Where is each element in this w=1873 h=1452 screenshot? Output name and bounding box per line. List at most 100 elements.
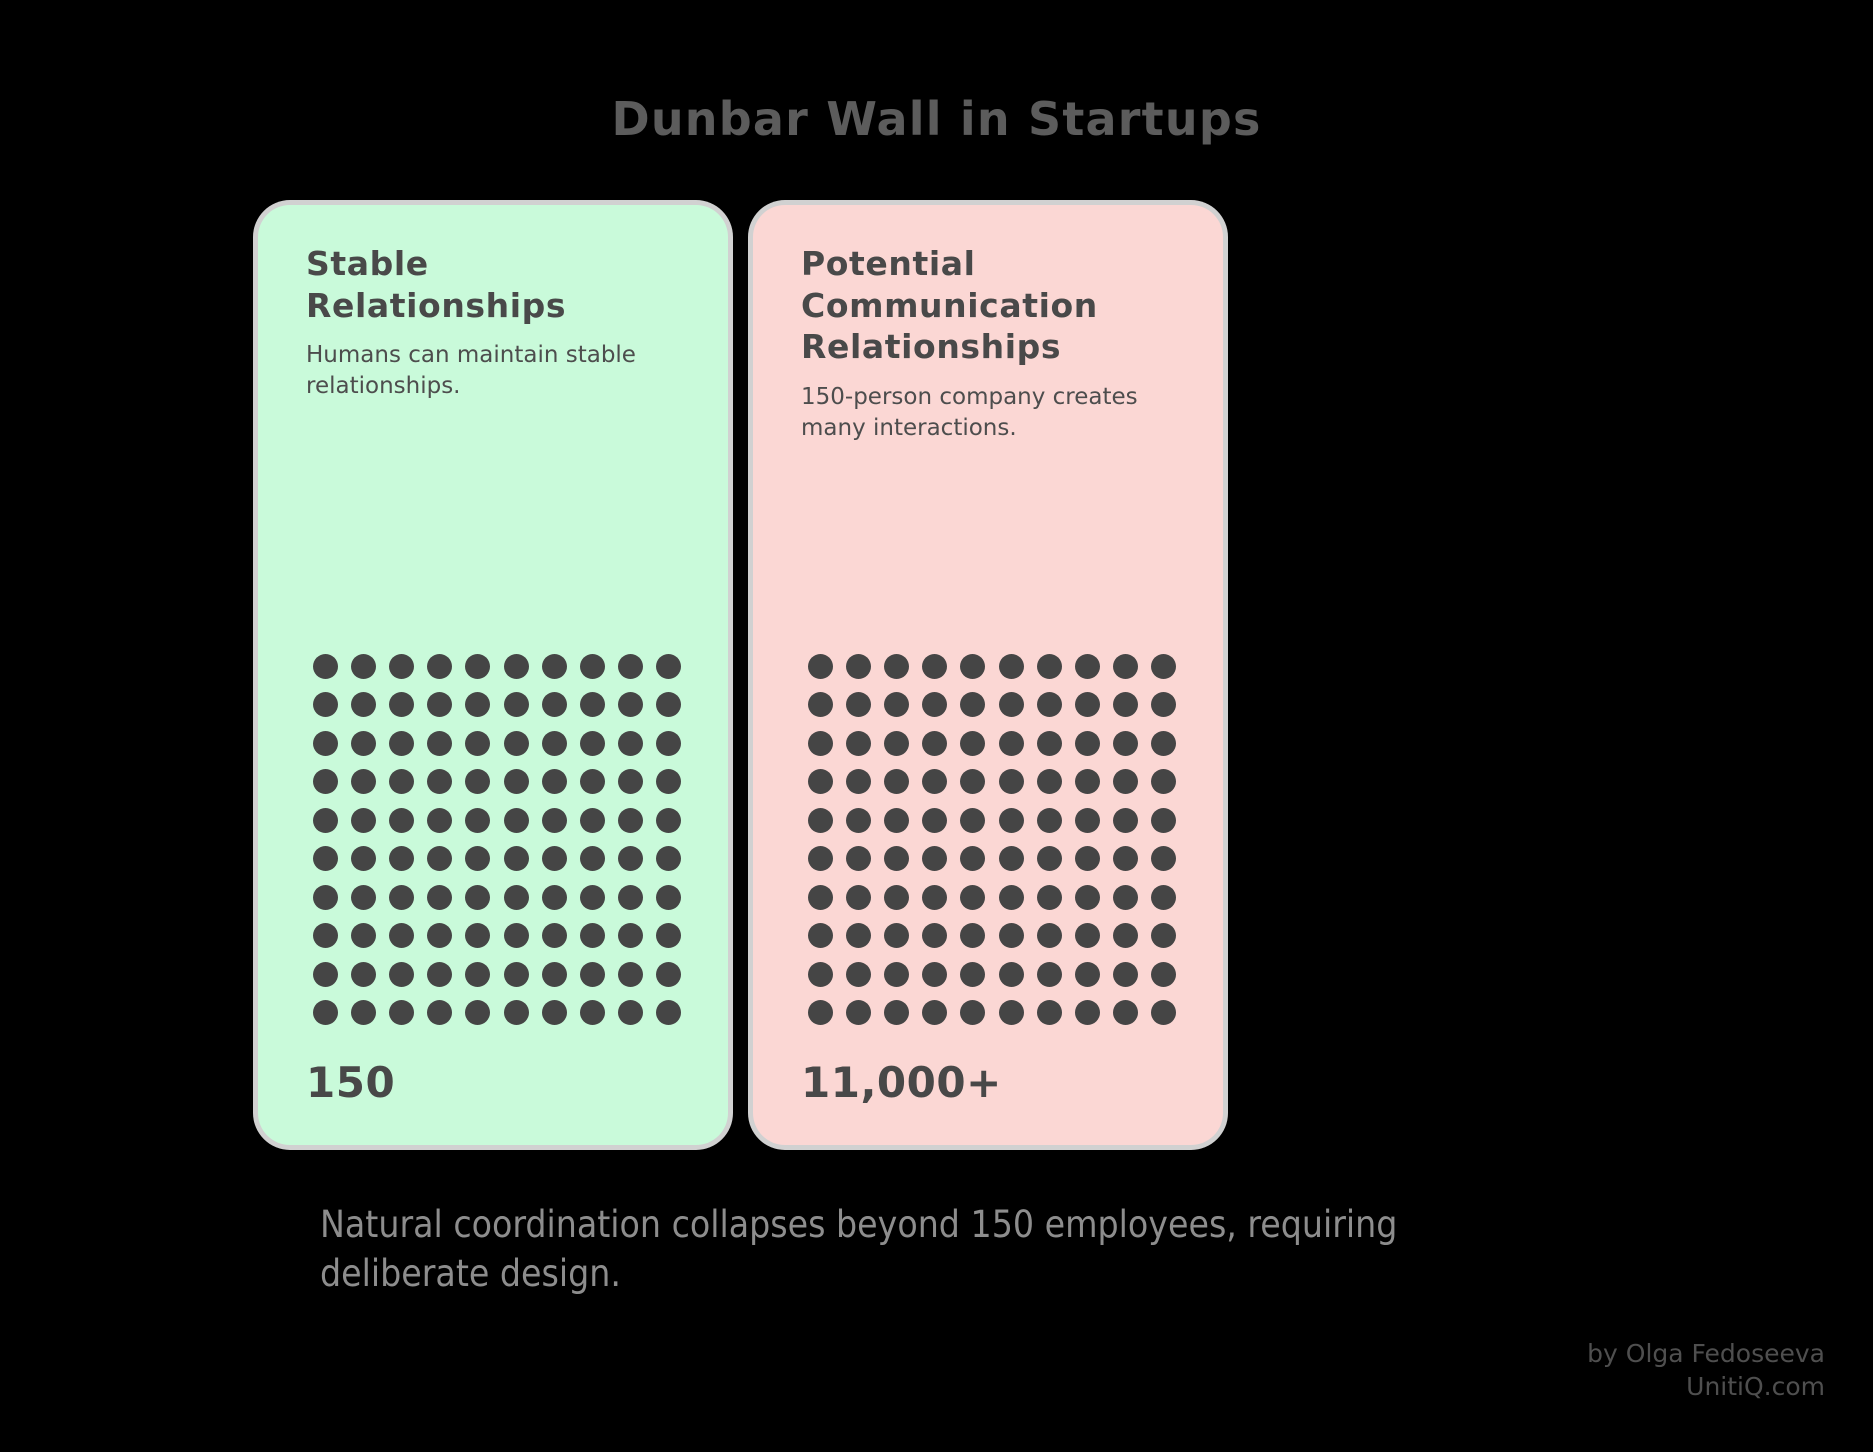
unit-dot <box>960 730 986 756</box>
unit-dot <box>845 961 871 987</box>
attribution: by Olga Fedoseeva UnitiQ.com <box>1587 1337 1825 1405</box>
unit-dot <box>541 923 567 949</box>
unit-dot <box>618 692 644 718</box>
card-description: Humans can maintain stable relationships… <box>306 342 636 400</box>
page-title: Dunbar Wall in Startups <box>611 92 1262 146</box>
unit-dot <box>1036 807 1062 833</box>
unit-dot <box>350 807 376 833</box>
unit-dot <box>312 692 338 718</box>
unit-dot <box>1036 1000 1062 1026</box>
unit-dot <box>960 846 986 872</box>
unit-dot <box>883 653 909 679</box>
card-stable-relationships[interactable]: Stable Relationships Humans can maintain… <box>258 205 728 1145</box>
unit-dot <box>312 884 338 910</box>
unit-dot <box>1113 961 1139 987</box>
unit-dot <box>922 769 948 795</box>
unit-dot <box>656 692 682 718</box>
unit-dot <box>579 961 605 987</box>
unit-dot <box>465 692 491 718</box>
unit-dot <box>427 807 453 833</box>
unit-dot <box>1074 961 1100 987</box>
unit-dot <box>427 769 453 795</box>
unit-dot <box>350 653 376 679</box>
unit-dot <box>312 961 338 987</box>
unit-dot <box>845 884 871 910</box>
unit-dot <box>1036 769 1062 795</box>
unit-dot <box>845 846 871 872</box>
unit-dot <box>1113 846 1139 872</box>
unit-dot <box>465 846 491 872</box>
unit-dot <box>503 1000 529 1026</box>
unit-dot <box>883 961 909 987</box>
footer-caption: Natural coordination collapses beyond 15… <box>320 1203 1398 1296</box>
unit-dot <box>656 1000 682 1026</box>
unit-dot <box>579 923 605 949</box>
unit-dot <box>427 653 453 679</box>
unit-dot <box>1113 769 1139 795</box>
unit-dot <box>1074 653 1100 679</box>
unit-dot <box>427 846 453 872</box>
unit-dot <box>1151 923 1177 949</box>
unit-dot <box>845 769 871 795</box>
card-stat-value: 11,000+ <box>801 1058 1002 1107</box>
unit-dot <box>807 961 833 987</box>
unit-dot <box>579 730 605 756</box>
unit-dot <box>388 923 414 949</box>
unit-dot <box>388 884 414 910</box>
unit-dot <box>618 846 644 872</box>
unit-dot <box>656 923 682 949</box>
unit-dot <box>350 692 376 718</box>
unit-dot <box>883 846 909 872</box>
cards-container: Stable Relationships Humans can maintain… <box>258 205 1223 1145</box>
unit-dot <box>541 1000 567 1026</box>
unit-dot <box>883 692 909 718</box>
unit-dot <box>388 653 414 679</box>
unit-dot <box>579 769 605 795</box>
unit-dot <box>312 769 338 795</box>
unit-dot <box>807 1000 833 1026</box>
unit-dot <box>388 692 414 718</box>
unit-dot <box>579 846 605 872</box>
unit-dot <box>960 884 986 910</box>
unit-dot <box>960 692 986 718</box>
unit-dot <box>618 961 644 987</box>
unit-dot <box>503 692 529 718</box>
unit-dot <box>998 653 1024 679</box>
unit-dot <box>960 807 986 833</box>
unit-dot <box>388 846 414 872</box>
unit-dot <box>1151 1000 1177 1026</box>
unit-dot <box>427 961 453 987</box>
unit-dot <box>1074 769 1100 795</box>
unit-dot <box>1151 961 1177 987</box>
unit-dot <box>845 730 871 756</box>
card-heading: Potential Communication Relationships <box>801 244 1098 367</box>
card-potential-communication-relationships[interactable]: Potential Communication Relationships 15… <box>753 205 1223 1145</box>
unit-dot <box>465 653 491 679</box>
unit-dot <box>960 653 986 679</box>
unit-dot <box>883 730 909 756</box>
dot-grid-potential <box>801 647 1183 1032</box>
card-heading: Stable Relationships <box>306 244 567 325</box>
unit-dot <box>807 807 833 833</box>
unit-dot <box>541 730 567 756</box>
unit-dot <box>883 884 909 910</box>
unit-dot <box>427 692 453 718</box>
unit-dot <box>388 807 414 833</box>
unit-dot <box>1151 653 1177 679</box>
attribution-site: UnitiQ.com <box>1686 1372 1825 1402</box>
unit-dot <box>1113 1000 1139 1026</box>
unit-dot <box>960 769 986 795</box>
unit-dot <box>541 884 567 910</box>
unit-dot <box>922 846 948 872</box>
unit-dot <box>1074 923 1100 949</box>
unit-dot <box>618 769 644 795</box>
unit-dot <box>807 692 833 718</box>
unit-dot <box>883 923 909 949</box>
unit-dot <box>807 653 833 679</box>
unit-dot <box>427 884 453 910</box>
unit-dot <box>1151 692 1177 718</box>
unit-dot <box>1113 884 1139 910</box>
unit-dot <box>618 653 644 679</box>
unit-dot <box>503 730 529 756</box>
card-stat-value: 150 <box>306 1058 396 1107</box>
